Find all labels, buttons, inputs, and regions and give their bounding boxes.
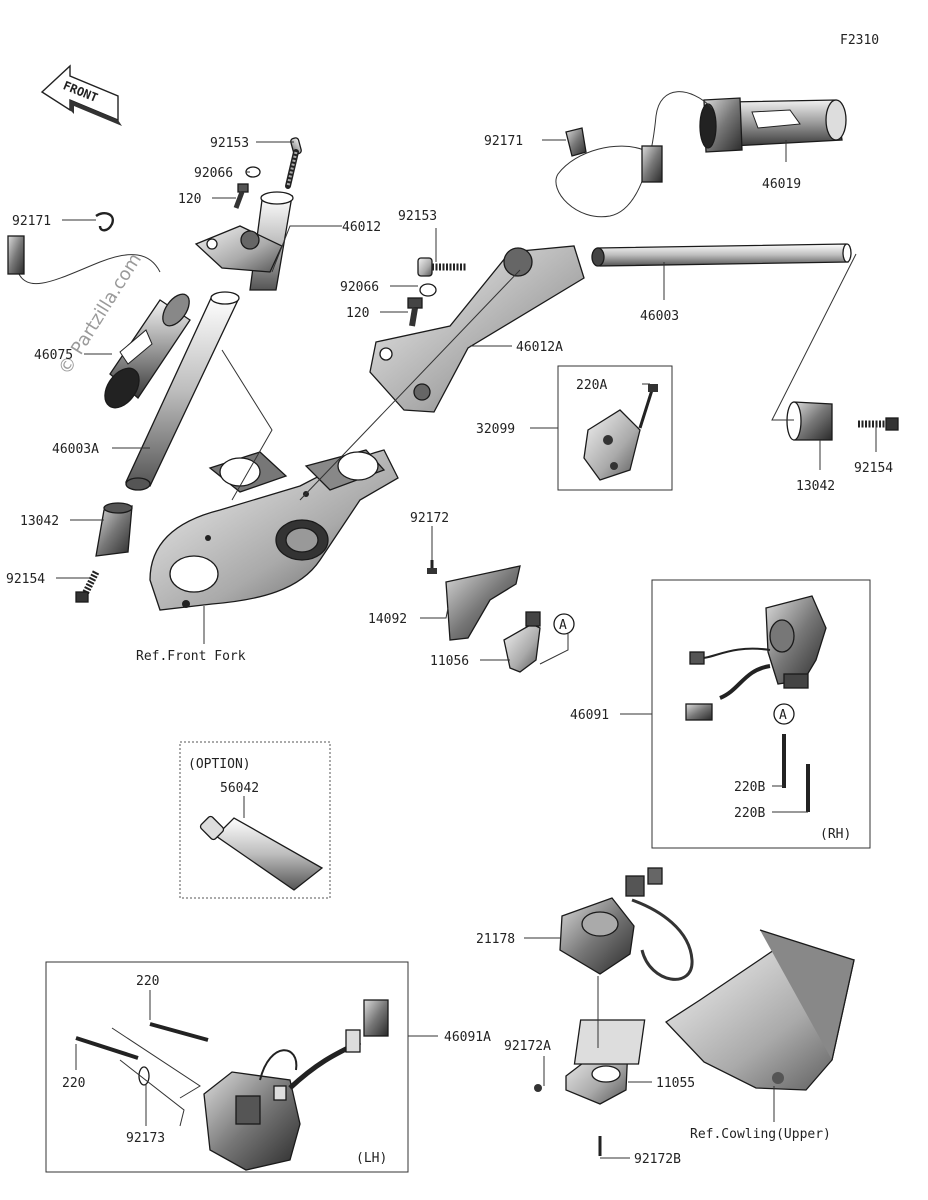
label-92172: 92172 [410,511,449,526]
option-label: (OPTION) [188,757,251,772]
front-fork-triple-clamp-icon [149,449,399,611]
connector-right-icon [641,145,663,183]
screw-220-2-icon [75,1036,139,1060]
switch-46091A-box [45,961,409,1173]
bolt-92153-left-icon [285,137,302,189]
label-46003A: 46003A [52,442,99,457]
washer-92066-right-icon [419,283,437,297]
grip-heater-wire-right [555,91,713,218]
label-46003: 46003 [640,309,679,324]
label-92154-left: 92154 [6,572,45,587]
bolt-92153-right-icon [417,257,466,277]
grip-46075-icon [104,293,191,409]
label-56042: 56042 [220,781,259,796]
label-46075: 46075 [34,348,73,363]
callout-a-1: A [559,618,567,633]
label-120-right: 120 [346,306,369,321]
bolt-92154-right-icon [858,417,899,431]
label-92066-right: 92066 [340,280,379,295]
label-220A: 220A [576,378,607,393]
label-14092: 14092 [368,612,407,627]
switch-46091A-lh-icon [203,999,389,1171]
bracket-32099-icon [583,384,658,481]
bar-end-13042-left-icon [95,502,133,557]
bolt-120-right-icon [407,297,423,327]
callout-a-2: A [779,708,787,723]
grip-heater-wire-left [17,254,161,285]
cover-14092-icon [445,565,521,641]
label-32099: 32099 [476,422,515,437]
bolt-92154-left-icon [75,570,100,603]
label-ref-front-fork: Ref.Front Fork [136,649,246,664]
label-92154-right: 92154 [854,461,893,476]
clip-on-46012-icon [194,191,294,291]
clip-92171-left-icon [95,212,114,232]
label-13042-left: 13042 [20,514,59,529]
label-92172A: 92172A [504,1039,551,1054]
label-220B-1: 220B [734,780,765,795]
handlebar-46003A-icon [125,291,240,491]
figure-code: F2310 [840,33,879,48]
switch-46091-rh-icon [685,595,827,721]
label-220B-2: 220B [734,806,765,821]
label-ref-cowling: Ref.Cowling(Upper) [690,1127,831,1142]
label-220-1: 220 [136,974,159,989]
grease-tube-56042-icon [199,815,324,891]
label-46012: 46012 [342,220,381,235]
clip-on-46012A-icon [369,245,585,413]
label-92153-left: 92153 [210,136,249,151]
label-92153-right: 92153 [398,209,437,224]
label-92172B: 92172B [634,1152,681,1167]
screw-220-1-icon [149,1022,209,1042]
controller-21178-icon [559,867,694,981]
label-46091: 46091 [570,708,609,723]
screw-92172A-icon [534,1084,542,1092]
label-92066-left: 92066 [194,166,233,181]
label-13042-right: 13042 [796,479,835,494]
front-arrow-icon: FRONT [40,64,122,126]
label-46012A: 46012A [516,340,563,355]
leader-lines [56,139,877,1159]
label-21178: 21178 [476,932,515,947]
label-46019: 46019 [762,177,801,192]
rh-label: (RH) [820,827,851,842]
label-11055: 11055 [656,1076,695,1091]
grip-46019-icon [699,97,847,153]
label-11056: 11056 [430,654,469,669]
option-box [179,741,331,899]
label-220-2: 220 [62,1076,85,1091]
clip-92171-right-icon [565,127,587,157]
label-46091A: 46091A [444,1030,491,1045]
bracket-11056-icon [503,611,541,673]
lh-label: (LH) [356,1151,387,1166]
callout-a-circle-2 [773,703,795,725]
bolt-120-left-icon [233,183,249,209]
label-92171-left: 92171 [12,214,51,229]
label-120-left: 120 [178,192,201,207]
handlebar-46003-icon [591,243,852,267]
callout-a-circle-1 [553,613,575,635]
connector-left-icon [7,235,25,275]
label-92173: 92173 [126,1131,165,1146]
bar-end-13042-right-icon [786,401,833,441]
cowling-upper-icon [573,929,855,1091]
label-92171-right: 92171 [484,134,523,149]
